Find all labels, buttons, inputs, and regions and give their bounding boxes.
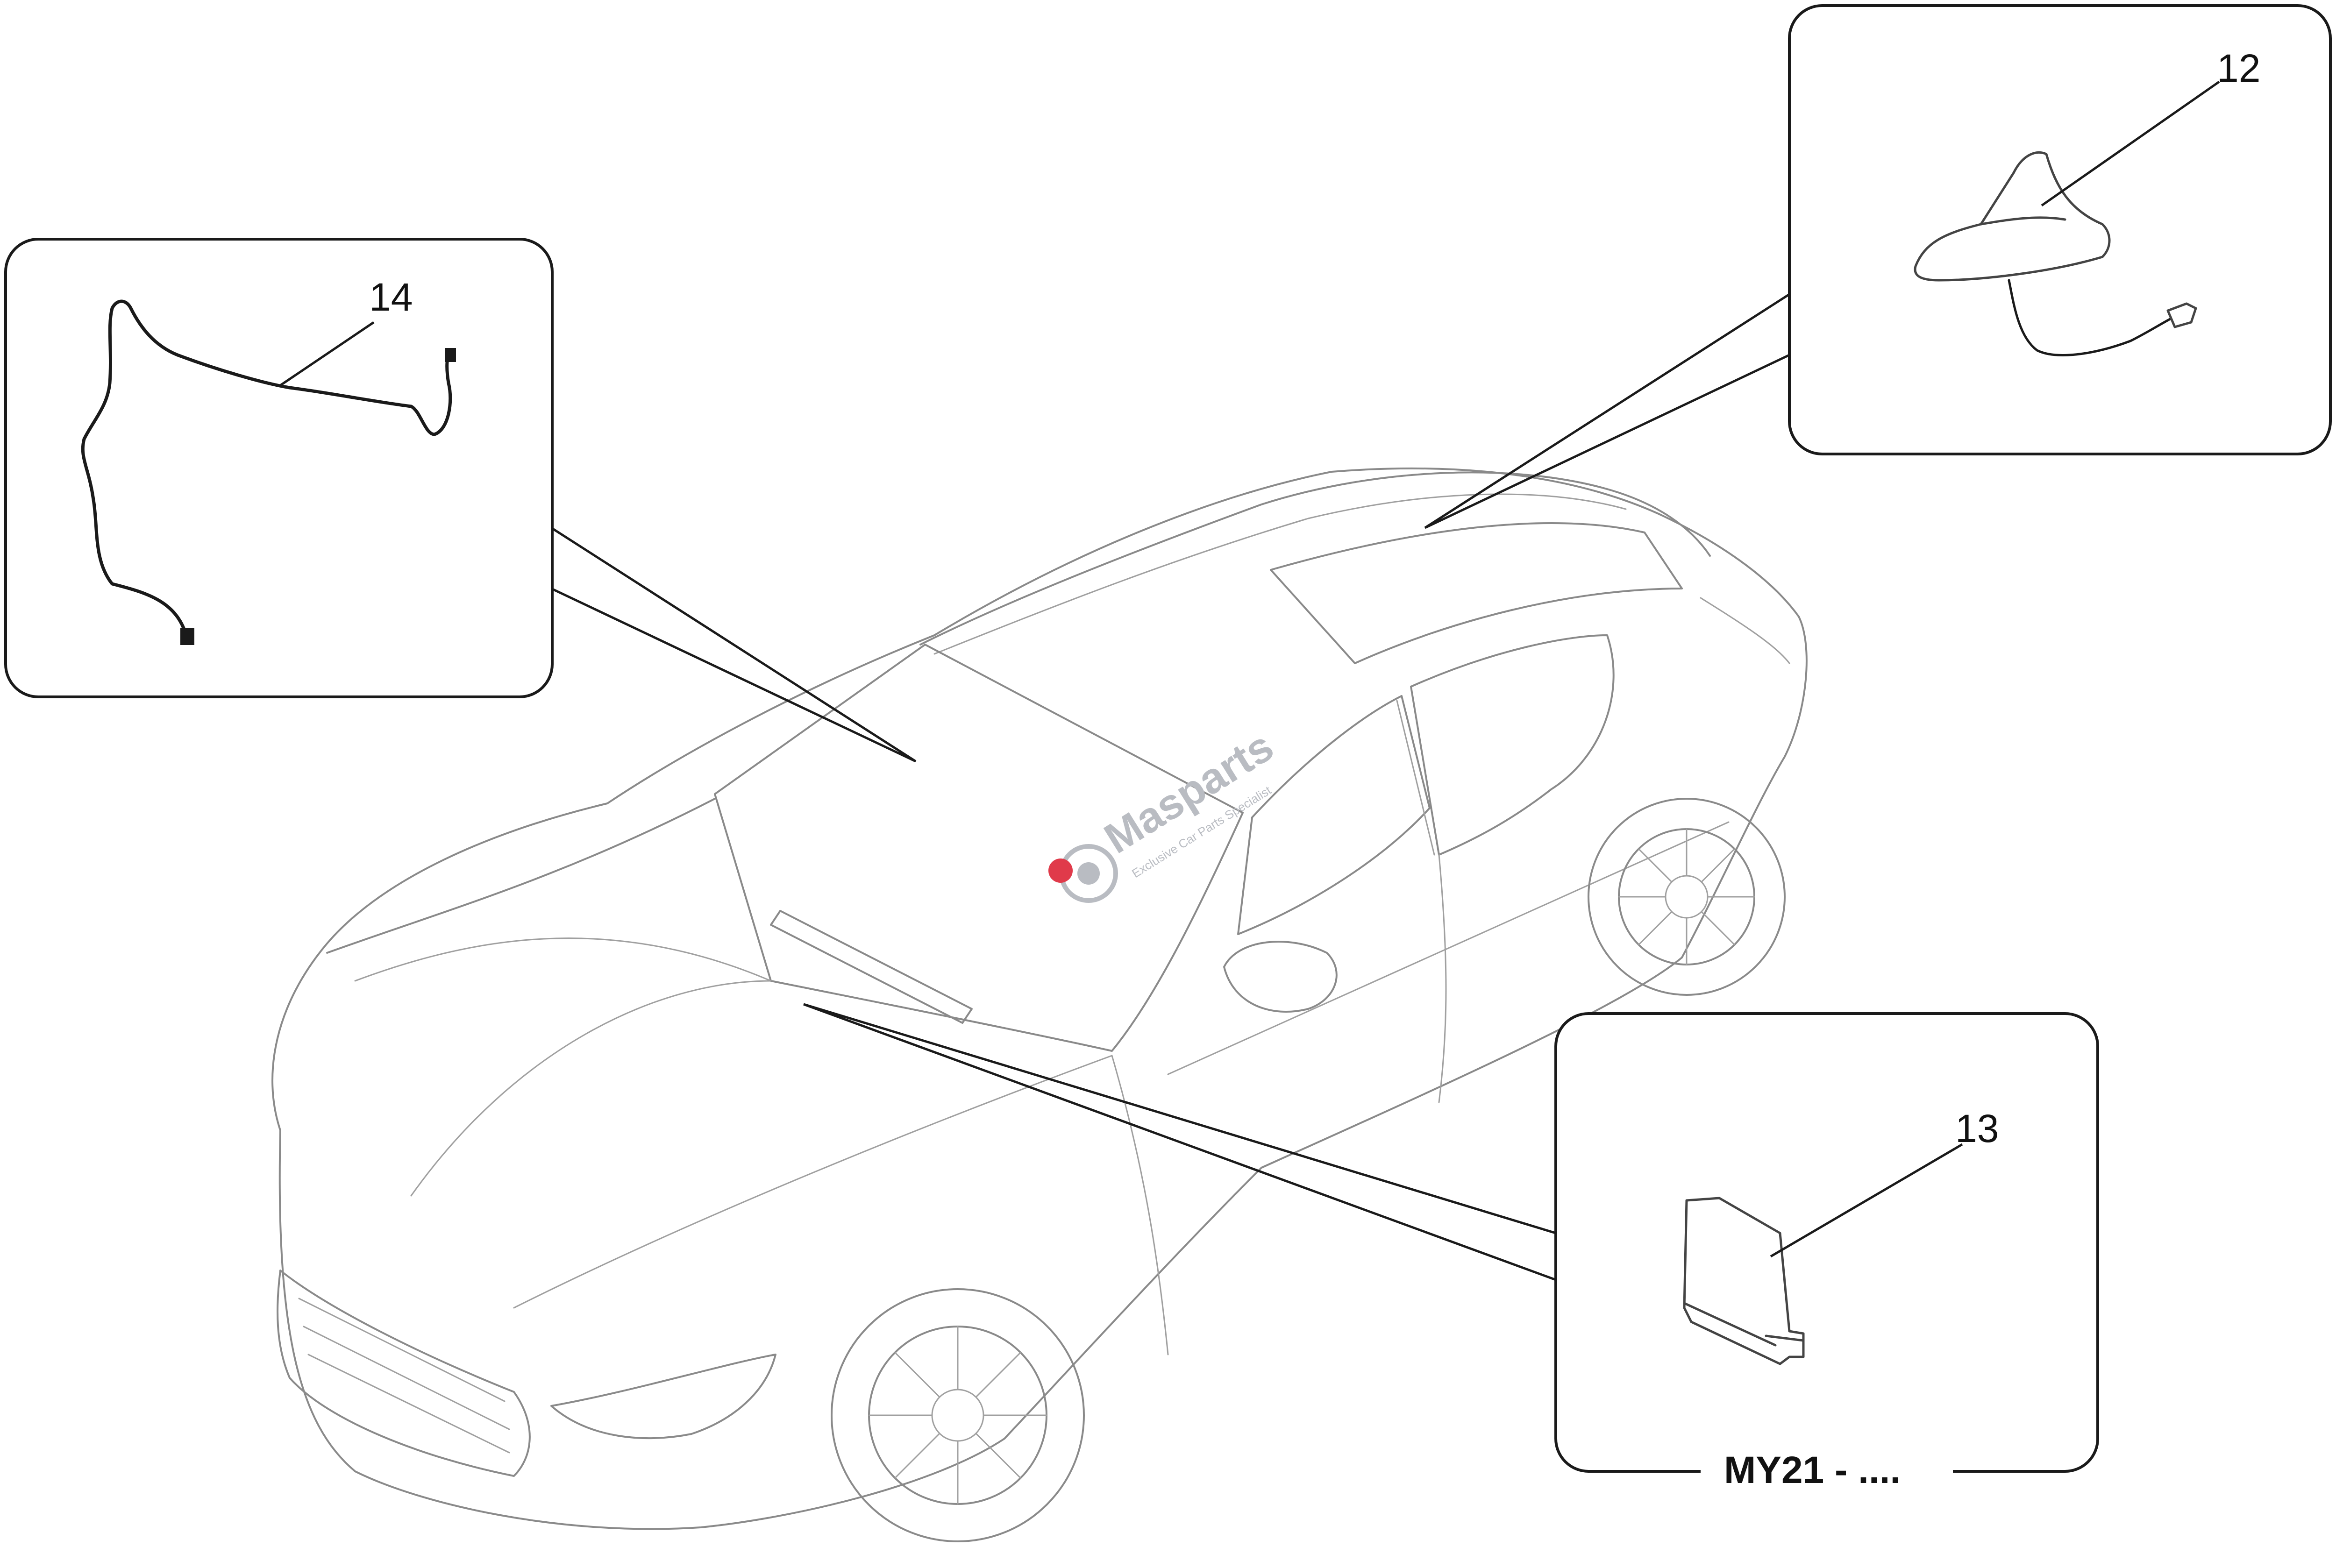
shark-fin-antenna-part [1914, 151, 2197, 356]
leader-lines [550, 293, 1790, 1281]
gear-logo-icon [1048, 844, 1118, 903]
callout-12: 12 [2217, 46, 2260, 90]
callout-13: 13 [1955, 1107, 1999, 1150]
watermark: Masparts Exclusive Car Parts Specialist [1048, 722, 1282, 903]
detail-box-cable: 14 [4, 238, 554, 698]
car-illustration [271, 467, 1808, 1542]
antenna-module-part [1683, 1197, 1805, 1365]
detail-box-antenna-module: 13 MY21 - .... [1554, 1012, 2099, 1495]
model-year-label: MY21 - .... [1724, 1449, 1901, 1491]
antenna-cable-part [81, 299, 453, 639]
callout-14: 14 [369, 275, 413, 319]
detail-box-roof-antenna: 12 [1788, 4, 2332, 455]
